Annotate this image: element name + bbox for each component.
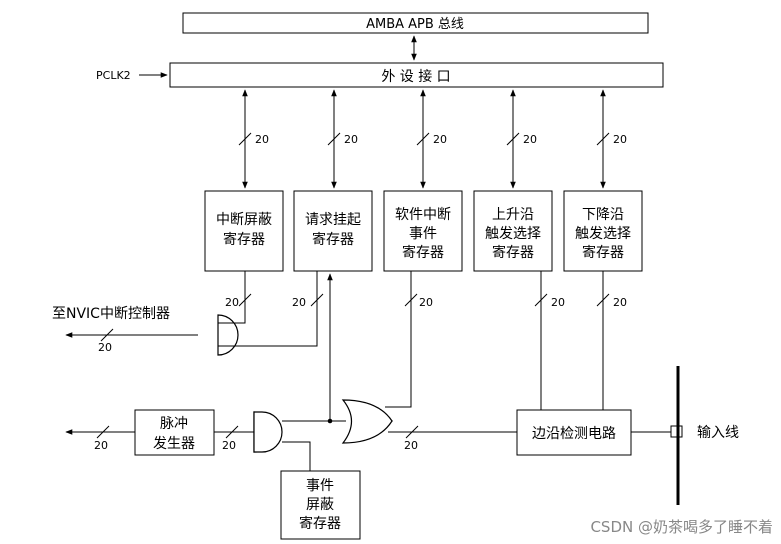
rising-edge-register-line3: 寄存器 bbox=[492, 244, 534, 261]
width-label: 20 bbox=[613, 296, 627, 309]
interrupt-mask-register-line2: 寄存器 bbox=[223, 231, 265, 248]
event-mask-register-line1: 事件 bbox=[306, 478, 334, 494]
pending-request-register-line1: 请求挂起 bbox=[305, 212, 361, 228]
width-tick bbox=[405, 425, 419, 439]
watermark-text: CSDN @奶茶喝多了睡不着 bbox=[590, 518, 773, 536]
pending-request-register-line2: 寄存器 bbox=[312, 231, 354, 248]
width-tick bbox=[225, 425, 239, 439]
mask-to-and-wire bbox=[218, 271, 246, 324]
width-tick bbox=[310, 293, 324, 307]
width-label: 20 bbox=[222, 439, 236, 452]
or-to-pending-wire bbox=[327, 273, 346, 422]
width-label: 20 bbox=[255, 133, 269, 146]
input-line-label: 输入线 bbox=[697, 425, 739, 441]
width-tick bbox=[238, 132, 252, 146]
interrupt-mask-register bbox=[204, 190, 284, 272]
software-to-or-wire bbox=[385, 271, 412, 408]
interrupt-mask-register-line1: 中断屏蔽 bbox=[216, 212, 272, 228]
width-tick bbox=[534, 293, 548, 307]
falling-edge-register-line3: 寄存器 bbox=[582, 244, 624, 261]
nvic-output-label: 至NVIC中断控制器 bbox=[52, 306, 170, 322]
width-label: 20 bbox=[292, 296, 306, 309]
width-tick bbox=[506, 132, 520, 146]
pending-request-register bbox=[293, 190, 373, 272]
rising-edge-register bbox=[473, 190, 553, 272]
event-mask-to-and-wire bbox=[282, 441, 311, 471]
interrupt-and-gate bbox=[217, 314, 239, 356]
width-tick bbox=[596, 293, 610, 307]
width-tick bbox=[100, 328, 114, 342]
amba-apb-bus-label: AMBA APB 总线 bbox=[366, 17, 464, 32]
software-event-register-line2: 事件 bbox=[409, 226, 437, 242]
software-event-register-line1: 软件中断 bbox=[395, 207, 451, 223]
rising-edge-register-line2: 触发选择 bbox=[485, 226, 541, 242]
width-tick bbox=[238, 293, 252, 307]
event-mask-register-line3: 寄存器 bbox=[299, 515, 341, 532]
event-mask-register bbox=[280, 470, 361, 540]
pulse-generator bbox=[134, 409, 215, 456]
width-label: 20 bbox=[404, 439, 418, 452]
width-tick bbox=[96, 425, 110, 439]
or-gate bbox=[341, 399, 393, 444]
peripheral-interface-label: 外 设 接 口 bbox=[381, 68, 450, 85]
register-buses bbox=[242, 89, 606, 189]
width-label: 20 bbox=[613, 133, 627, 146]
event-and-gate-body bbox=[253, 411, 283, 453]
amba-apb-bus bbox=[182, 12, 649, 34]
pending-feed-wire bbox=[218, 271, 318, 347]
event-mask-register-line2: 屏蔽 bbox=[306, 497, 334, 513]
edge-detect-circuit-label: 边沿检测电路 bbox=[532, 426, 616, 442]
width-label: 20 bbox=[419, 296, 433, 309]
width-label: 20 bbox=[433, 133, 447, 146]
width-label: 20 bbox=[225, 296, 239, 309]
width-tick bbox=[327, 132, 341, 146]
falling-edge-register-line1: 下降沿 bbox=[582, 207, 624, 223]
width-label: 20 bbox=[98, 341, 112, 354]
width-label: 20 bbox=[344, 133, 358, 146]
width-tick bbox=[416, 132, 430, 146]
width-tick bbox=[404, 293, 418, 307]
falling-edge-register-line2: 触发选择 bbox=[575, 226, 631, 242]
width-label: 20 bbox=[551, 296, 565, 309]
pulse-generator-line1: 脉冲 bbox=[160, 416, 188, 432]
software-event-register-line3: 寄存器 bbox=[402, 244, 444, 261]
software-event-register bbox=[383, 190, 463, 272]
width-label: 20 bbox=[94, 439, 108, 452]
falling-edge-register bbox=[563, 190, 643, 272]
width-label: 20 bbox=[523, 133, 537, 146]
peripheral-interface-bar bbox=[169, 62, 664, 88]
width-tick bbox=[596, 132, 610, 146]
pclk2-label: PCLK2 bbox=[96, 69, 131, 82]
pulse-generator-line2: 发生器 bbox=[153, 436, 195, 452]
bus-width-marks: 20 20 20 20 20 bbox=[238, 132, 627, 146]
rising-edge-register-line1: 上升沿 bbox=[492, 207, 534, 223]
